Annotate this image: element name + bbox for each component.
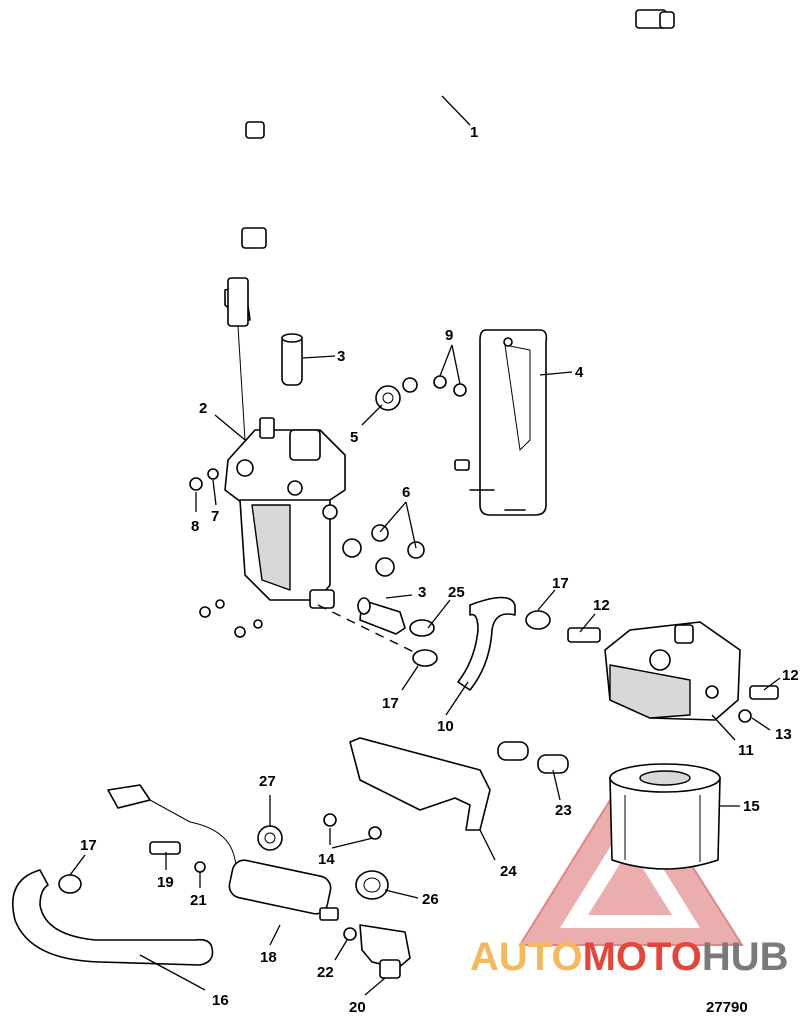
callout-15: 15 bbox=[743, 798, 760, 815]
part-11-filter-head bbox=[604, 621, 741, 721]
part-12-fitting-b bbox=[749, 685, 779, 700]
callout-16: 16 bbox=[212, 992, 229, 1009]
callout-4: 4 bbox=[575, 364, 584, 381]
callout-20: 20 bbox=[349, 999, 366, 1016]
part-24-bracket bbox=[349, 737, 491, 831]
part-4-bracket bbox=[469, 329, 548, 516]
watermark-text-auto: AUTO bbox=[470, 935, 583, 979]
callout-7: 7 bbox=[211, 508, 219, 525]
diagram-reference-number: 27790 bbox=[706, 999, 748, 1016]
part-5-grommet bbox=[375, 377, 418, 411]
part-12-fitting-a bbox=[567, 627, 601, 643]
leader-lines bbox=[69, 95, 781, 996]
part-15-fuel-filter bbox=[609, 763, 721, 870]
part-9-bolts bbox=[433, 375, 470, 471]
part-8-nut bbox=[189, 477, 203, 491]
callout-14: 14 bbox=[318, 851, 335, 868]
part-14-bolts bbox=[323, 813, 382, 840]
callout-11: 11 bbox=[738, 742, 754, 759]
callout-6: 6 bbox=[402, 484, 410, 501]
watermark-text-moto: MOTO bbox=[583, 935, 702, 979]
part-22-oring bbox=[343, 927, 357, 941]
part-3-fitting-upper bbox=[281, 333, 303, 386]
callout-labels: 1 2 3 3 4 5 6 7 8 9 10 11 12 12 13 14 15… bbox=[80, 124, 799, 1016]
callout-23: 23 bbox=[555, 802, 572, 819]
assembly-line bbox=[317, 604, 421, 656]
part-18-electric-fuel-pump bbox=[107, 784, 339, 921]
part-21-oring bbox=[194, 861, 206, 873]
part-3-fitting-lower bbox=[357, 597, 406, 635]
callout-8: 8 bbox=[191, 518, 199, 535]
callout-17a: 17 bbox=[552, 575, 569, 592]
loose-hardware bbox=[199, 599, 263, 638]
callout-3-upper: 3 bbox=[337, 348, 345, 365]
callout-18: 18 bbox=[260, 949, 277, 966]
part-19-fitting bbox=[149, 841, 181, 855]
callout-1: 1 bbox=[470, 124, 478, 141]
svg-text:AUTOMOTOHUB: AUTOMOTOHUB bbox=[470, 935, 789, 979]
callout-13: 13 bbox=[775, 726, 792, 743]
part-20-elbow bbox=[359, 924, 411, 979]
part-27-grommet bbox=[257, 825, 283, 851]
part-25-clamp bbox=[409, 619, 435, 637]
callout-25: 25 bbox=[448, 584, 465, 601]
callout-17c: 17 bbox=[80, 837, 97, 854]
callout-21: 21 bbox=[190, 892, 207, 909]
part-6-grommets bbox=[342, 524, 425, 577]
part-23-sleeves bbox=[497, 741, 569, 774]
callout-2: 2 bbox=[199, 400, 207, 417]
part-16-hose bbox=[11, 869, 214, 966]
callout-24: 24 bbox=[500, 863, 517, 880]
callout-22: 22 bbox=[317, 964, 334, 981]
part-7-washer bbox=[207, 468, 219, 480]
watermark-text-hub: HUB bbox=[702, 935, 789, 979]
part-17-clamp-a bbox=[412, 649, 438, 667]
callout-12a: 12 bbox=[593, 597, 610, 614]
callout-10: 10 bbox=[437, 718, 454, 735]
callout-9: 9 bbox=[445, 327, 453, 344]
part-2-fuel-module bbox=[224, 277, 346, 609]
watermark-wordmark: AUTOMOTOHUB bbox=[470, 935, 789, 979]
part-17-clamp-c bbox=[58, 874, 82, 894]
part-17-clamp-b bbox=[525, 610, 551, 630]
callout-17b: 17 bbox=[382, 695, 399, 712]
callout-27: 27 bbox=[259, 773, 276, 790]
callout-12b: 12 bbox=[782, 667, 799, 684]
part-10-hose bbox=[457, 596, 516, 691]
callout-26: 26 bbox=[422, 891, 439, 908]
callout-5: 5 bbox=[350, 429, 358, 446]
part-1-fuel-line bbox=[235, 9, 675, 249]
part-26-grommet bbox=[355, 870, 389, 900]
part-13-nut bbox=[738, 709, 752, 723]
callout-3-lower: 3 bbox=[418, 584, 426, 601]
callout-19: 19 bbox=[157, 874, 174, 891]
